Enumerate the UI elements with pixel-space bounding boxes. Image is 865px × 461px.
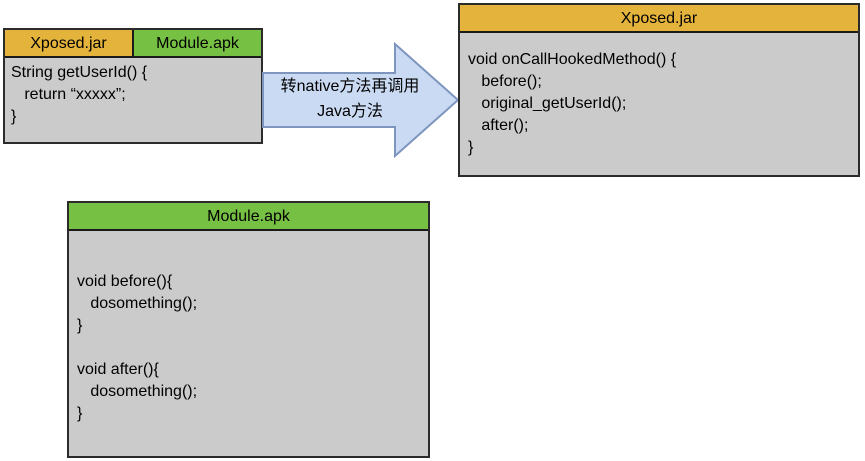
xposed-box-header: Xposed.jar	[460, 5, 858, 33]
hooked-box-code: String getUserId() { return “xxxxx”; }	[11, 64, 148, 125]
hooked-method-box: Xposed.jar Module.apk String getUserId()…	[3, 28, 263, 144]
module-apk-box: Module.apk void before(){ dosomething();…	[67, 201, 430, 458]
arrow-label-line2: Java方法	[317, 103, 383, 120]
hooked-box-header-row: Xposed.jar Module.apk	[5, 30, 261, 58]
module-box-header: Module.apk	[69, 203, 428, 231]
native-call-arrow: 转native方法再调用 Java方法	[261, 42, 461, 158]
arrow-label-line1: 转native方法再调用	[280, 78, 420, 95]
xposed-jar-box: Xposed.jar void onCallHookedMethod() { b…	[458, 3, 860, 177]
arrow-label: 转native方法再调用 Java方法	[266, 74, 434, 124]
hooked-box-header-module-apk: Module.apk	[132, 30, 261, 58]
module-box-code: void before(){ dosomething(); } void aft…	[77, 273, 198, 422]
xposed-box-code: void onCallHookedMethod() { before(); or…	[468, 51, 677, 156]
right-arrow-shape	[262, 42, 460, 158]
hooked-box-header-xposed-jar: Xposed.jar	[5, 30, 132, 58]
